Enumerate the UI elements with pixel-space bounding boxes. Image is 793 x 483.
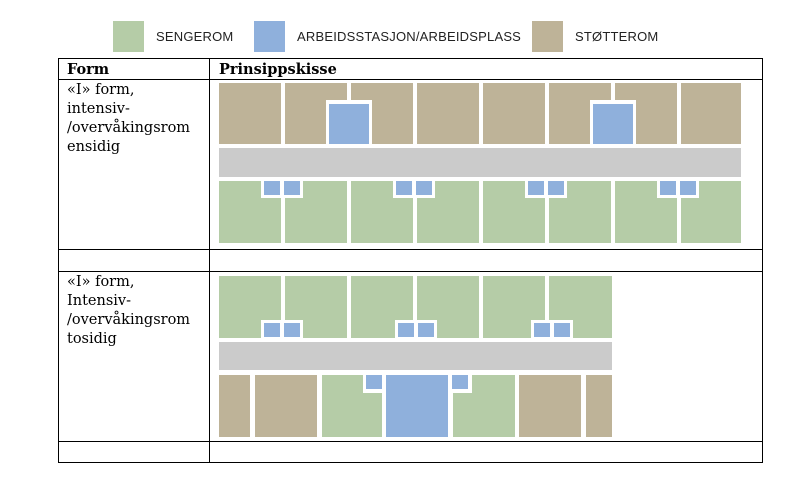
bedside-station: [452, 375, 468, 389]
stotterom-row: [219, 83, 741, 144]
legend-item-sengerom: SENGEROM: [113, 21, 233, 52]
bedside-station: [548, 181, 564, 195]
header-divider: [59, 79, 762, 80]
stotterom-room: [255, 375, 317, 437]
stotterom-room: [519, 375, 581, 437]
corridor: [219, 342, 612, 370]
sketch-ensidig: [219, 83, 741, 243]
bedside-station: [528, 181, 544, 195]
bedside-stations: [363, 372, 472, 393]
bedside-station: [396, 181, 412, 195]
row1-form-text: «I» form, intensiv- /overvåkingsrom ensi…: [67, 82, 191, 155]
bedside-stations: [261, 178, 699, 198]
bedside-station: [264, 181, 280, 195]
row2-form-text: «I» form, Intensiv- /overvåkingsrom tosi…: [67, 274, 191, 347]
bedside-station: [398, 323, 414, 337]
lower-row: [219, 373, 612, 439]
bedside-station: [284, 323, 300, 337]
legend-swatch-stotterom: [532, 21, 563, 52]
stotterom-room: [219, 83, 281, 144]
legend-label-stotterom: STØTTEROM: [575, 29, 659, 44]
bedside-station: [680, 181, 696, 195]
workstation: [593, 104, 633, 144]
legend-item-stotterom: STØTTEROM: [532, 21, 658, 52]
legend-swatch-sengerom: [113, 21, 144, 52]
header-form: Form: [67, 61, 110, 78]
bedside-station: [284, 181, 300, 195]
bedside-station: [416, 181, 432, 195]
bedside-station: [418, 323, 434, 337]
bedside-stations: [261, 320, 573, 341]
stotterom-room: [417, 83, 479, 144]
bedside-station: [554, 323, 570, 337]
workstation-group: [326, 100, 636, 146]
column-divider: [209, 59, 210, 462]
row-divider: [59, 271, 762, 272]
legend-label-arbeidsstasjon: ARBEIDSSTASJON/ARBEIDSPLASS: [297, 29, 522, 44]
bedside-station: [366, 375, 382, 389]
header-sketch: Prinsippskisse: [219, 61, 337, 78]
bedside-station: [660, 181, 676, 195]
bedside-station: [264, 323, 280, 337]
legend-item-arbeidsstasjon: ARBEIDSSTASJON/ARBEIDSPLASS: [254, 21, 521, 52]
legend: SENGEROM ARBEIDSSTASJON/ARBEIDSPLASS STØ…: [0, 0, 793, 58]
stotterom-room: [681, 83, 741, 144]
bedside-station: [534, 323, 550, 337]
legend-label-sengerom: SENGEROM: [156, 29, 234, 44]
stotterom-room: [586, 375, 612, 437]
stotterom-room: [483, 83, 545, 144]
row-divider: [59, 249, 762, 250]
principle-table: Form Prinsippskisse «I» form, intensiv- …: [58, 58, 763, 463]
legend-swatch-arbeidsstasjon: [254, 21, 285, 52]
sketch-tosidig: [219, 276, 612, 439]
corridor: [219, 148, 741, 177]
stotterom-room: [219, 375, 250, 437]
workstation: [329, 104, 369, 144]
row-divider: [59, 441, 762, 442]
workstation: [386, 375, 448, 437]
